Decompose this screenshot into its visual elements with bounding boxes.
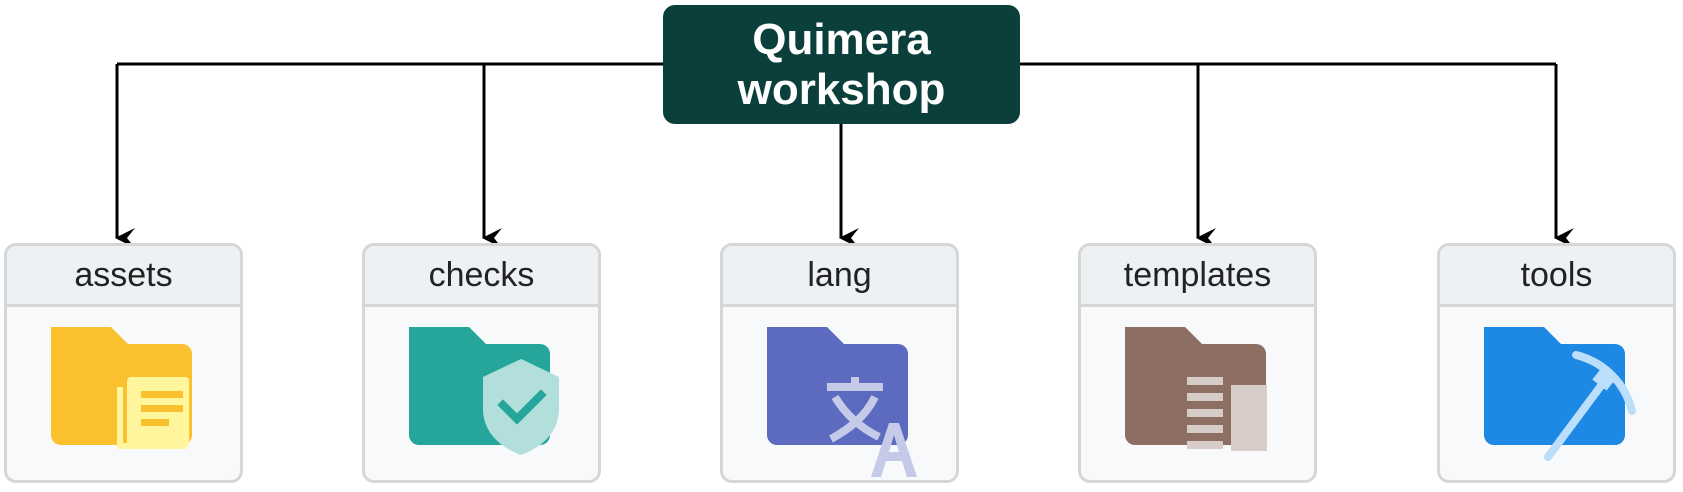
folder-label: templates <box>1081 246 1314 307</box>
folder-label: tools <box>1440 246 1673 307</box>
folder-card-assets: assets <box>4 243 243 483</box>
folder-translate-icon <box>723 307 956 480</box>
folder-shield-check-icon <box>365 307 598 480</box>
folder-label: lang <box>723 246 956 307</box>
folder-label: checks <box>365 246 598 307</box>
folder-document-icon <box>7 307 240 480</box>
folder-card-tools: tools <box>1437 243 1676 483</box>
root-title-line2: workshop <box>737 64 946 114</box>
folder-card-templates: templates <box>1078 243 1317 483</box>
folder-label: assets <box>7 246 240 307</box>
root-title-line1: Quimera <box>752 14 931 64</box>
folder-template-icon <box>1081 307 1314 480</box>
folder-card-lang: lang <box>720 243 959 483</box>
folder-card-checks: checks <box>362 243 601 483</box>
folder-pickaxe-icon <box>1440 307 1673 480</box>
root-node: Quimera workshop <box>663 5 1020 124</box>
